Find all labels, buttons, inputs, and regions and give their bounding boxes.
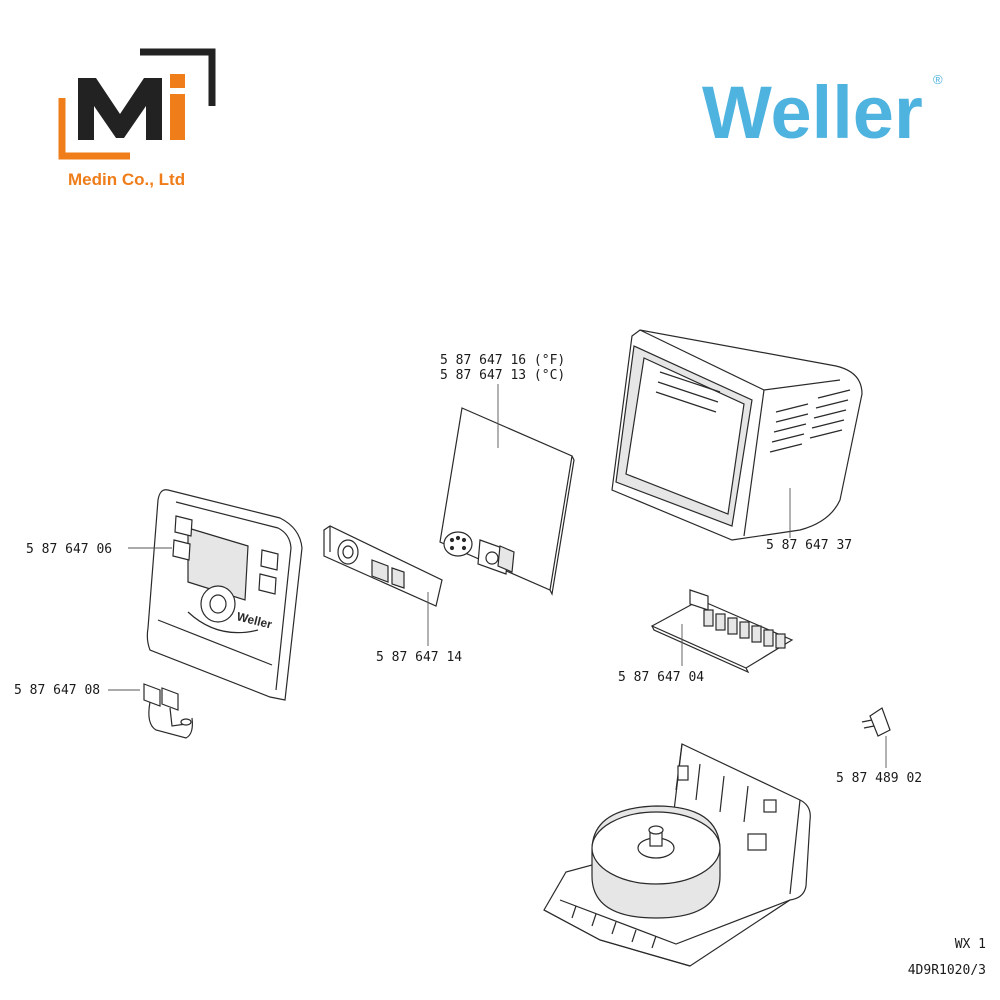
mains-plug-drawing: [861, 707, 891, 737]
model-code: WX 1: [955, 937, 986, 952]
base-transformer-drawing: [543, 743, 811, 967]
socket-terminals: [703, 609, 786, 649]
part-label-switch-panel: 5 87 647 14: [376, 650, 462, 665]
logo-i-dot: [170, 74, 185, 88]
logo-m-letter: [78, 78, 162, 140]
weller-logo: Weller ®: [702, 71, 943, 154]
switch-panel-drawing: [323, 525, 443, 607]
logo-dark-bracket: [140, 48, 216, 106]
weller-wordmark: Weller: [702, 71, 923, 154]
part-label-socket-board: 5 87 647 04: [618, 670, 704, 685]
part-label-main-board-f: 5 87 647 16 (°F): [440, 353, 565, 368]
housing-cover-drawing: [611, 329, 863, 541]
part-label-holder-bracket: 5 87 647 08: [14, 683, 100, 698]
part-label-housing-cover: 5 87 647 37: [766, 538, 852, 553]
main-board-drawing: [439, 407, 575, 596]
front-panel-drawing: Weller: [146, 489, 303, 701]
company-logo: Medin Co., Ltd: [58, 48, 216, 189]
document-code: 4D9R1020/3: [908, 963, 986, 978]
holder-bracket-drawing: [143, 683, 193, 739]
part-label-main-board-c: 5 87 647 13 (°C): [440, 368, 565, 383]
socket-board-drawing: [650, 589, 794, 674]
registered-mark: ®: [933, 72, 943, 87]
part-label-mains-plug: 5 87 489 02: [836, 771, 922, 786]
logo-orange-bracket: [58, 98, 130, 160]
logo-i-stem: [170, 94, 185, 140]
part-label-front-panel: 5 87 647 06: [26, 542, 112, 557]
company-name: Medin Co., Ltd: [68, 170, 185, 189]
